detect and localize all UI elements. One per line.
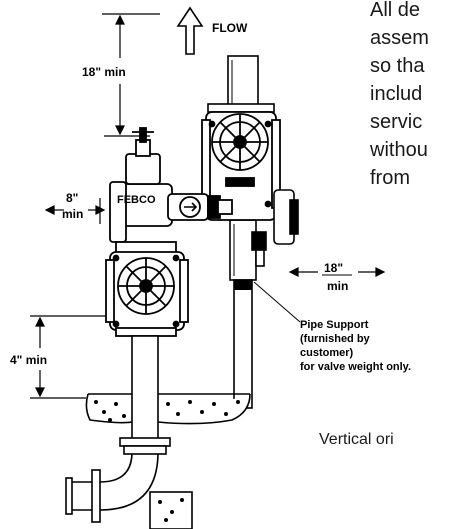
flow-arrow-icon <box>176 6 204 55</box>
side-text-line-4: includ <box>370 83 422 105</box>
pipe-support-callout: Pipe Support (furnished by customer) for… <box>253 281 411 373</box>
pipe-support-bracket <box>234 280 252 290</box>
pipe-support-line-1: Pipe Support <box>300 319 369 331</box>
pipe-support-line-3: customer) <box>300 347 354 359</box>
side-text-line-2: assem <box>370 27 429 49</box>
buried-elbow <box>65 445 193 529</box>
inlet-riser-pipe <box>119 335 171 449</box>
ground-slab <box>85 393 251 425</box>
dimension-side-left <box>44 198 106 224</box>
right-clearance-value: 18" <box>324 261 343 275</box>
dimension-side-right <box>288 267 386 277</box>
side-text-line-6: withou <box>369 139 428 161</box>
side-text-line-3: so tha <box>370 55 425 77</box>
pipe-support-line-2: (furnished by <box>300 333 371 345</box>
flow-indicator: FLOW <box>176 6 248 55</box>
check-valve-body <box>109 127 233 243</box>
side-description-text: All de assem so tha includ servic withou… <box>319 0 429 448</box>
side-text-line-5: servic <box>370 111 422 133</box>
flow-label: FLOW <box>212 21 248 35</box>
right-clearance-unit: min <box>327 279 348 293</box>
side-text-line-1: All de <box>370 0 420 21</box>
left-clearance-value: 8" <box>66 191 78 205</box>
brand-label: FEBCO <box>117 194 156 206</box>
lower-shutoff-valve <box>105 241 189 337</box>
side-test-cock <box>251 189 299 267</box>
side-text-line-7: from <box>370 167 410 189</box>
dimension-arrow-icon <box>115 14 125 25</box>
floor-clearance-label: 4" min <box>10 353 47 367</box>
dimension-top-clearance <box>102 13 160 137</box>
figure-caption: Vertical ori <box>319 431 394 448</box>
left-clearance-unit: min <box>62 207 83 221</box>
upper-shutoff-valve <box>201 111 281 221</box>
top-clearance-label: 18" min <box>82 65 126 79</box>
pipe-support-line-4: for valve weight only. <box>300 361 411 373</box>
